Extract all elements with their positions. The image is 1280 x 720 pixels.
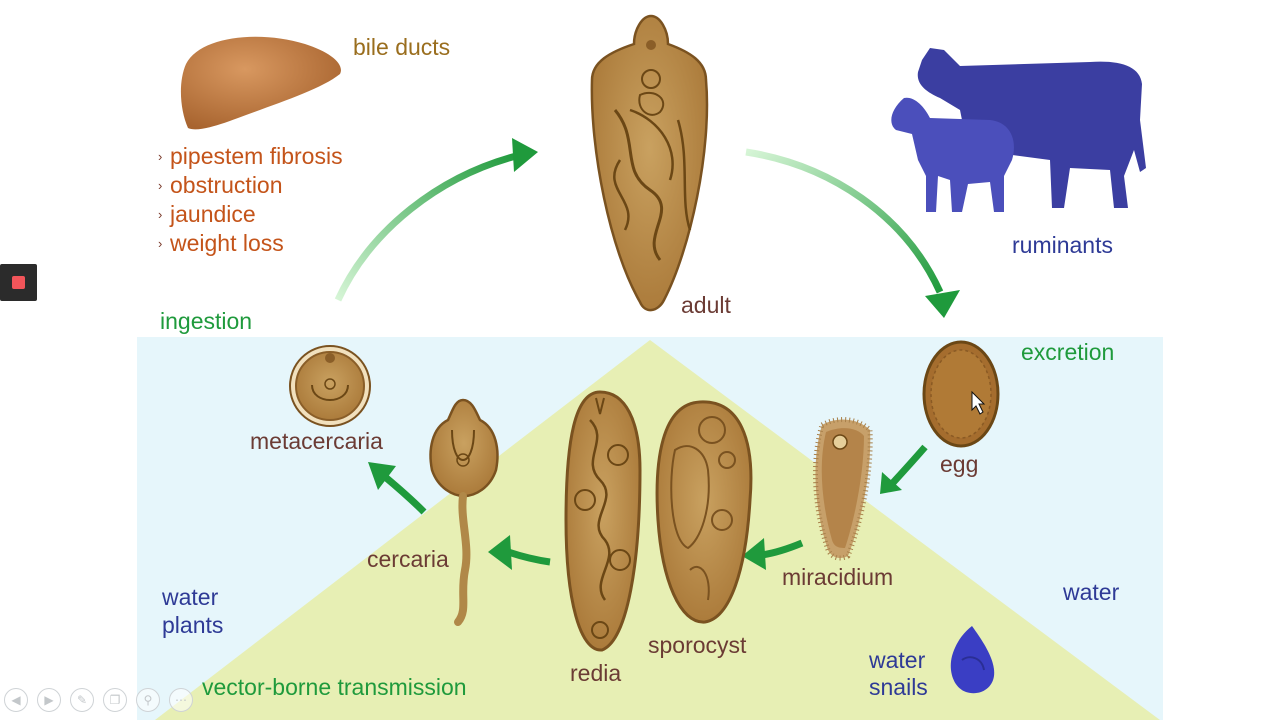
label-miracidium: miracidium: [782, 566, 893, 589]
label-redia: redia: [570, 662, 621, 685]
label-water-snails-2: snails: [869, 676, 928, 699]
label-water: water: [1063, 581, 1119, 604]
egg-icon: [924, 342, 998, 446]
label-excretion: excretion: [1021, 341, 1114, 364]
copy-icon[interactable]: ❐: [103, 688, 127, 712]
label-vector-borne: vector-borne transmission: [202, 676, 467, 699]
excretion-arrow: [746, 152, 940, 292]
liver-icon: [181, 37, 341, 130]
more-icon[interactable]: ⋯: [169, 688, 193, 712]
label-cercaria: cercaria: [367, 548, 449, 571]
symptom-item: ›weight loss: [158, 229, 343, 258]
symptom-item: ›jaundice: [158, 200, 343, 229]
label-adult: adult: [681, 294, 731, 317]
chevron-right-icon: ›: [158, 236, 170, 251]
record-stop-icon: [12, 276, 25, 289]
zoom-icon[interactable]: ⚲: [136, 688, 160, 712]
symptom-list: ›pipestem fibrosis ›obstruction ›jaundic…: [158, 142, 343, 258]
symptom-item: ›pipestem fibrosis: [158, 142, 343, 171]
record-stop-button[interactable]: [0, 264, 37, 301]
pen-icon[interactable]: ✎: [70, 688, 94, 712]
label-ingestion: ingestion: [160, 310, 252, 333]
label-ruminants: ruminants: [1012, 234, 1113, 257]
metacercaria-icon: [290, 346, 370, 426]
label-water-plants-1: water: [162, 586, 218, 609]
prev-icon[interactable]: ◀: [4, 688, 28, 712]
label-metacercaria: metacercaria: [250, 430, 383, 453]
play-icon[interactable]: ▶: [37, 688, 61, 712]
chevron-right-icon: ›: [158, 149, 170, 164]
label-bile-ducts: bile ducts: [353, 36, 450, 59]
label-water-snails-1: water: [869, 649, 925, 672]
label-sporocyst: sporocyst: [648, 634, 746, 657]
symptom-item: ›obstruction: [158, 171, 343, 200]
label-egg: egg: [940, 453, 978, 476]
player-controls: ◀ ▶ ✎ ❐ ⚲ ⋯: [4, 688, 193, 712]
label-water-plants-2: plants: [162, 614, 223, 637]
chevron-right-icon: ›: [158, 178, 170, 193]
ingestion-arrow: [338, 155, 520, 300]
adult-fluke-icon: [592, 16, 707, 310]
chevron-right-icon: ›: [158, 207, 170, 222]
